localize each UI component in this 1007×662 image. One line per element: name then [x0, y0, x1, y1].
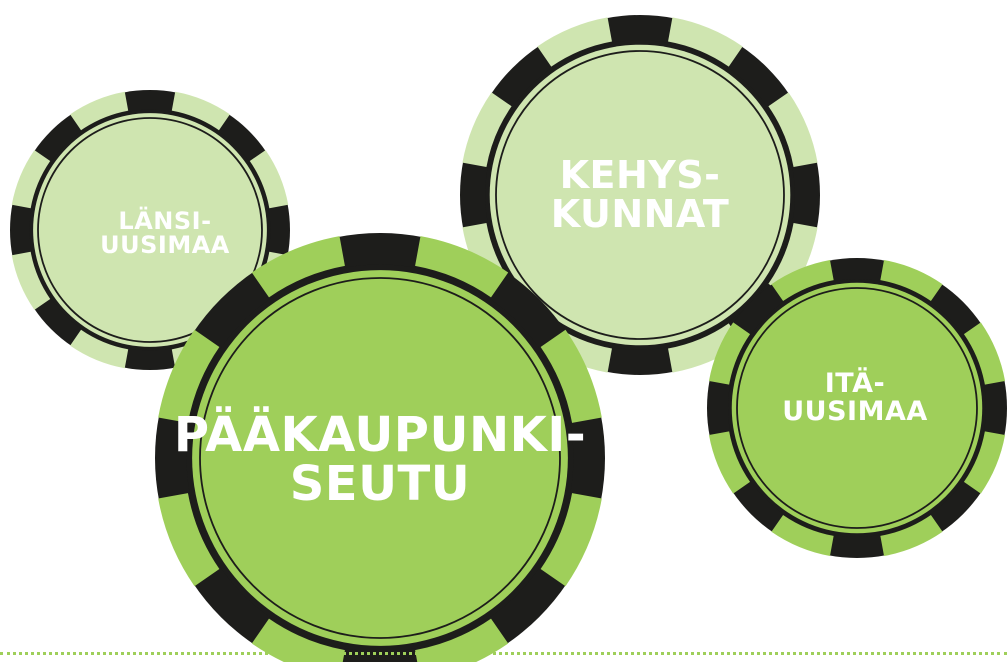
chip-rim-stripe [667, 17, 743, 67]
chip-rim-stripe [880, 259, 943, 302]
chip-rim-stripe [540, 492, 602, 587]
chip-rim-stripe [708, 431, 751, 494]
chip-rim-stripe [537, 17, 613, 67]
chip-face [192, 270, 568, 646]
chip-label-line: UUSIMAA [782, 396, 928, 427]
chip-label-line: KEHYS- [559, 153, 721, 198]
chip-label-line: KUNNAT [550, 192, 730, 236]
chip-paakau [155, 233, 605, 662]
chip-label-ita-uusimaa: ITÄ- UUSIMAA [735, 358, 975, 438]
dotted-divider [0, 652, 1007, 655]
chip-inner-ring [495, 50, 785, 340]
chip-kehys [460, 15, 820, 375]
chip-rim-stripe [708, 322, 751, 385]
chip-rim-stripe [11, 251, 51, 310]
chip-label-line: UUSIMAA [100, 230, 230, 259]
chip-label-line: LÄNSI- [118, 206, 212, 235]
chip-rim-stripe [70, 91, 129, 131]
chip-ita [707, 258, 1007, 558]
chip-rim-stripe [963, 431, 1006, 494]
chip-inner-ring [736, 287, 978, 529]
chip-rim-stripe [768, 92, 818, 168]
chip-rim-stripe [171, 91, 230, 131]
chip-lansi [10, 90, 290, 370]
chip-label-line: PÄÄKAUPUNKI- [173, 407, 587, 464]
chip-rim-stripe [414, 236, 509, 298]
chip-rim-stripe [249, 150, 289, 209]
chip-inner-ring [37, 117, 263, 343]
chip-face [489, 44, 791, 346]
chip-face [33, 113, 267, 347]
chip-rim-stripe [158, 492, 220, 587]
chip-rim-stripe [11, 150, 51, 209]
chip-label-paakaupunkiseutu: PÄÄKAUPUNKI- SEUTU [170, 400, 590, 520]
chip-inner-ring [199, 277, 561, 639]
chip-rim-stripe [963, 322, 1006, 385]
chip-rim-stripe [771, 514, 834, 557]
chip-rim-stripe [880, 514, 943, 557]
chip-label-kehyskunnat: KEHYS- KUNNAT [520, 140, 760, 250]
chip-label-lansi-uusimaa: LÄNSI- UUSIMAA [55, 195, 275, 270]
chip-label-line: SEUTU [289, 456, 471, 512]
chip-label-line: ITÄ- [824, 367, 886, 399]
chip-face [731, 282, 983, 534]
chip-rim-stripe [251, 236, 346, 298]
chip-rim-stripe [70, 329, 129, 369]
chip-rim-stripe [540, 329, 602, 424]
chip-rim-stripe [462, 92, 512, 168]
chip-rim-stripe [771, 259, 834, 302]
chip-rim-stripe [158, 329, 220, 424]
